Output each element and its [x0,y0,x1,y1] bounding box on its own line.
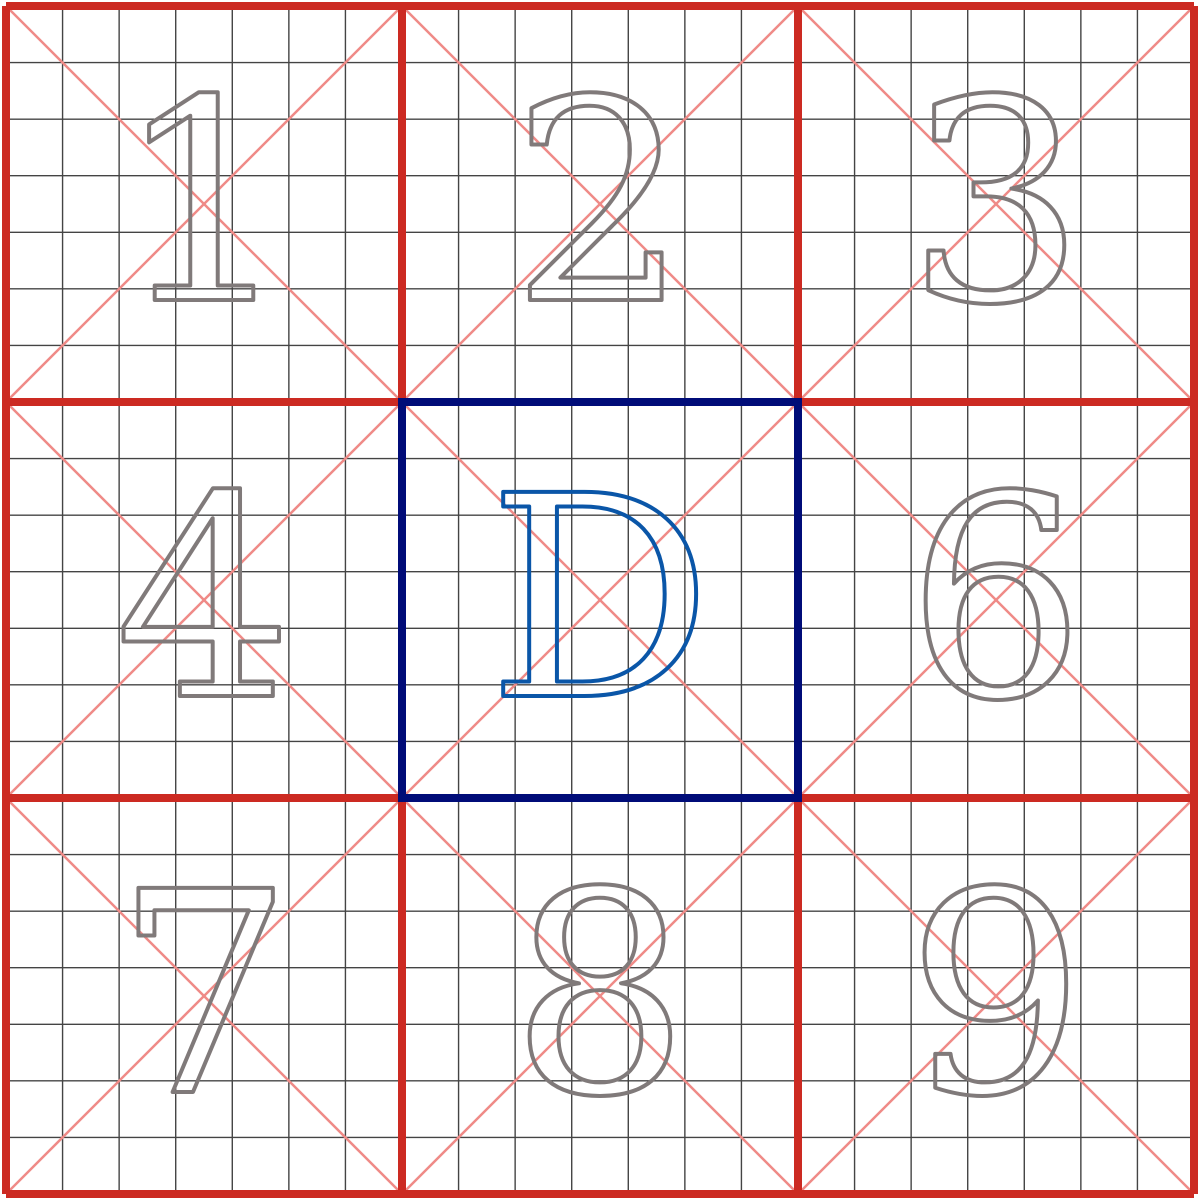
cell-diagonal [797,5,1195,403]
cell-glyphs: 1 2 3 4 D 6 7 8 9 [113,39,1087,1161]
highlight-cell-border [398,398,802,802]
cell-2-digit[interactable]: 2 [509,39,691,369]
cell-diagonal [5,5,403,403]
cell-diagonal [401,797,799,1195]
cell-8-digit[interactable]: 8 [509,831,691,1161]
cell-9-digit[interactable]: 9 [905,831,1087,1161]
cell-diagonal [797,797,1195,1195]
cell-4-digit[interactable]: 4 [113,435,295,765]
cell-7-digit[interactable]: 7 [113,831,295,1161]
cell-diagonal [5,401,403,799]
cell-1-digit[interactable]: 1 [113,39,295,369]
cell-6-digit[interactable]: 6 [905,435,1087,765]
cell-diagonal-guides [5,5,1195,1195]
cell-diagonal [401,5,799,403]
cell-center-letter[interactable]: D [486,435,715,765]
cell-diagonal [797,401,1195,799]
cell-3-digit[interactable]: 3 [905,39,1087,369]
highlight-layer [398,398,802,802]
cell-diagonal [401,401,799,799]
cell-diagonal [5,797,403,1195]
